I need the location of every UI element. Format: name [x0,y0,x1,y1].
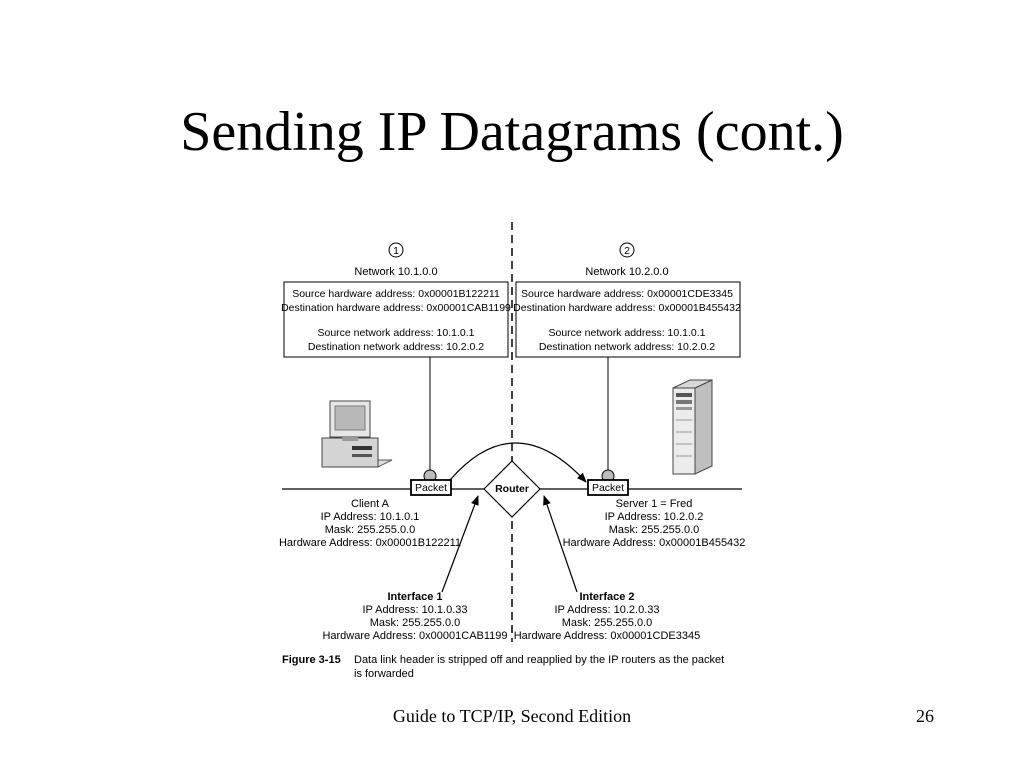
server-ip: IP Address: 10.2.0.2 [605,511,704,523]
interface1-hw: Hardware Address: 0x00001CAB1199 [322,630,507,642]
interface1-name: Interface 1 [387,591,442,603]
server-tower-icon [672,379,713,475]
network1-source-hw: Source hardware address: 0x00001B122211 [292,288,500,300]
network2-source-net: Source network address: 10.1.0.1 [548,327,705,339]
server-mask: Mask: 255.255.0.0 [609,524,700,536]
forwarding-arrow [449,442,587,483]
interface2-mask: Mask: 255.255.0.0 [562,617,653,629]
network1-dest-net: Destination network address: 10.2.0.2 [308,341,484,353]
interface1-arrow [441,495,479,593]
server-hw: Hardware Address: 0x00001B455432 [563,537,746,549]
interface1-ip: IP Address: 10.1.0.33 [363,604,468,616]
interface1-mask: Mask: 255.255.0.0 [370,617,461,629]
svg-text:1: 1 [393,245,399,257]
figure-caption-line2: is forwarded [354,668,414,680]
network2-dest-hw: Destination hardware address: 0x00001B45… [513,302,741,314]
svg-text:Packet: Packet [592,482,624,494]
packet-right: Packet [587,479,629,496]
server-name: Server 1 = Fred [616,498,693,510]
svg-text:2: 2 [624,245,630,257]
footer-text: Guide to TCP/IP, Second Edition [392,706,632,726]
interface2-name: Interface 2 [579,591,634,603]
network2-label: Network 10.2.0.0 [585,266,668,278]
page-number: 26 [916,706,934,726]
client-hw: Hardware Address: 0x00001B122211 [279,537,461,549]
svg-text:Router: Router [495,483,529,495]
interface2-hw: Hardware Address: 0x00001CDE3345 [514,630,701,642]
network1-header-box: Source hardware address: 0x00001B122211 … [281,281,511,358]
interface1-info: Interface 1 IP Address: 10.1.0.33 Mask: … [322,591,507,642]
server-info: Server 1 = Fred IP Address: 10.2.0.2 Mas… [563,498,746,549]
packet-left: Packet [410,479,452,496]
client-ip: IP Address: 10.1.0.1 [321,511,420,523]
network2-marker: 2 [619,242,635,258]
network1-label: Network 10.1.0.0 [354,266,437,278]
desktop-computer-icon [321,400,393,468]
network2-header-box: Source hardware address: 0x00001CDE3345 … [513,281,741,358]
slide-title: Sending IP Datagrams (cont.) [180,101,844,163]
client-name: Client A [351,498,390,510]
client-mask: Mask: 255.255.0.0 [325,524,416,536]
interface2-info: Interface 2 IP Address: 10.2.0.33 Mask: … [514,591,701,642]
client-info: Client A IP Address: 10.1.0.1 Mask: 255.… [279,498,461,549]
figure-label: Figure 3-15 [282,654,341,666]
figure-caption-line1: Data link header is stripped off and rea… [354,654,724,666]
network1-source-net: Source network address: 10.1.0.1 [317,327,474,339]
svg-text:Packet: Packet [415,482,447,494]
network2-dest-net: Destination network address: 10.2.0.2 [539,341,715,353]
interface2-arrow [543,495,578,593]
network1-dest-hw: Destination hardware address: 0x00001CAB… [281,302,511,314]
figure-caption: Figure 3-15 Data link header is stripped… [282,654,724,680]
network2-source-hw: Source hardware address: 0x00001CDE3345 [521,288,733,300]
interface2-ip: IP Address: 10.2.0.33 [555,604,660,616]
network1-marker: 1 [388,242,404,258]
router-diamond: Router [483,460,541,518]
